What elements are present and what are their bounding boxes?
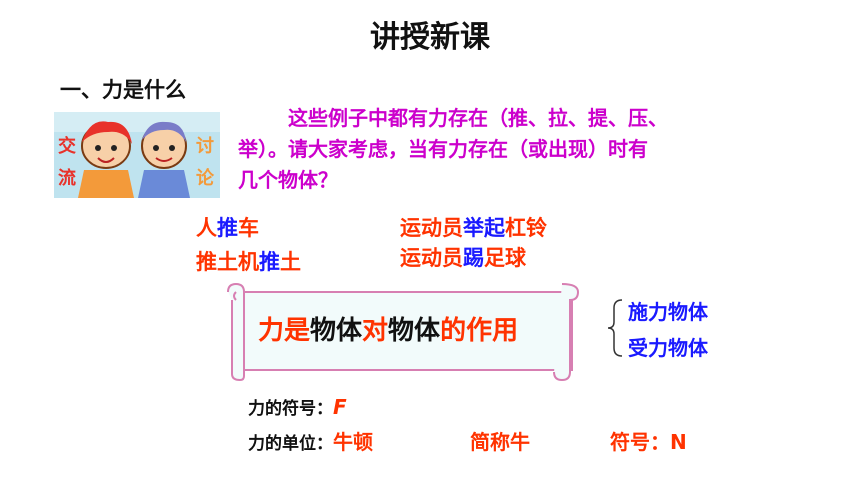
example-verb: 踢 bbox=[463, 246, 484, 270]
thumb-char: 讨 bbox=[196, 136, 214, 157]
page-title: 讲授新课 bbox=[370, 20, 490, 55]
example-object: 车 bbox=[238, 216, 259, 240]
force-definition: 力是物体对物体的作用 bbox=[258, 310, 518, 347]
definition-scroll-banner bbox=[222, 280, 584, 382]
example-object: 足球 bbox=[484, 246, 526, 270]
definition-part: 的作用 bbox=[440, 316, 519, 346]
cartoon-illustration: 交 流 讨 论 bbox=[54, 112, 220, 198]
example-verb: 举起 bbox=[463, 216, 505, 240]
section-heading: 一、力是什么 bbox=[60, 78, 186, 102]
example-verb: 推 bbox=[259, 250, 280, 274]
example-bulldozer-pushes-soil: 推土机推土 bbox=[196, 246, 301, 276]
question-line-2: 举）。请大家考虑，当有力存在（或出现）时有 bbox=[238, 137, 648, 161]
scroll-shape bbox=[227, 282, 580, 382]
unit-symbol: 符号：N bbox=[610, 426, 687, 455]
unit-short-name: 简称牛 bbox=[470, 430, 530, 454]
question-line-1: 这些例子中都有力存在（推、拉、提、压、 bbox=[288, 106, 668, 130]
example-subject: 运动员 bbox=[400, 246, 463, 270]
example-athlete-lifts-barbell: 运动员举起杠铃 bbox=[400, 212, 547, 242]
example-subject: 推土机 bbox=[196, 250, 259, 274]
unit-symbol-label: 符号： bbox=[610, 430, 670, 454]
force-symbol-row: 力的符号：F bbox=[248, 394, 347, 419]
force-unit-row: 力的单位：牛顿 bbox=[248, 426, 373, 455]
definition-part: 力是 bbox=[258, 316, 311, 346]
example-subject: 运动员 bbox=[400, 216, 463, 240]
unit-value: 牛顿 bbox=[333, 430, 373, 454]
applying-object-label: 施力物体 bbox=[628, 300, 708, 324]
discussion-question: 这些例子中都有力存在（推、拉、提、压、 举）。请大家考虑，当有力存在（或出现）时… bbox=[238, 103, 798, 196]
thumb-char: 论 bbox=[196, 167, 215, 189]
thumb-char: 流 bbox=[58, 167, 76, 189]
definition-part: 对 bbox=[362, 316, 389, 346]
receiving-object-label: 受力物体 bbox=[628, 336, 708, 360]
definition-part: 物体 bbox=[310, 316, 363, 346]
discussion-cartoon-image: 交 流 讨 论 bbox=[54, 112, 220, 198]
example-athlete-kicks-ball: 运动员踢足球 bbox=[400, 242, 526, 272]
example-subject: 人 bbox=[196, 216, 217, 240]
thumb-char: 交 bbox=[58, 135, 76, 157]
example-object: 土 bbox=[280, 250, 301, 274]
unit-symbol-value: N bbox=[670, 430, 687, 454]
symbol-value: F bbox=[333, 395, 347, 419]
unit-label: 力的单位： bbox=[248, 434, 333, 454]
example-person-pushes-cart: 人推车 bbox=[196, 212, 259, 242]
example-verb: 推 bbox=[217, 216, 238, 240]
brace-symbol bbox=[607, 298, 624, 358]
example-object: 杠铃 bbox=[505, 216, 547, 240]
symbol-label: 力的符号： bbox=[248, 399, 333, 419]
definition-part: 物体 bbox=[388, 316, 441, 346]
question-line-3: 几个物体？ bbox=[238, 168, 338, 192]
